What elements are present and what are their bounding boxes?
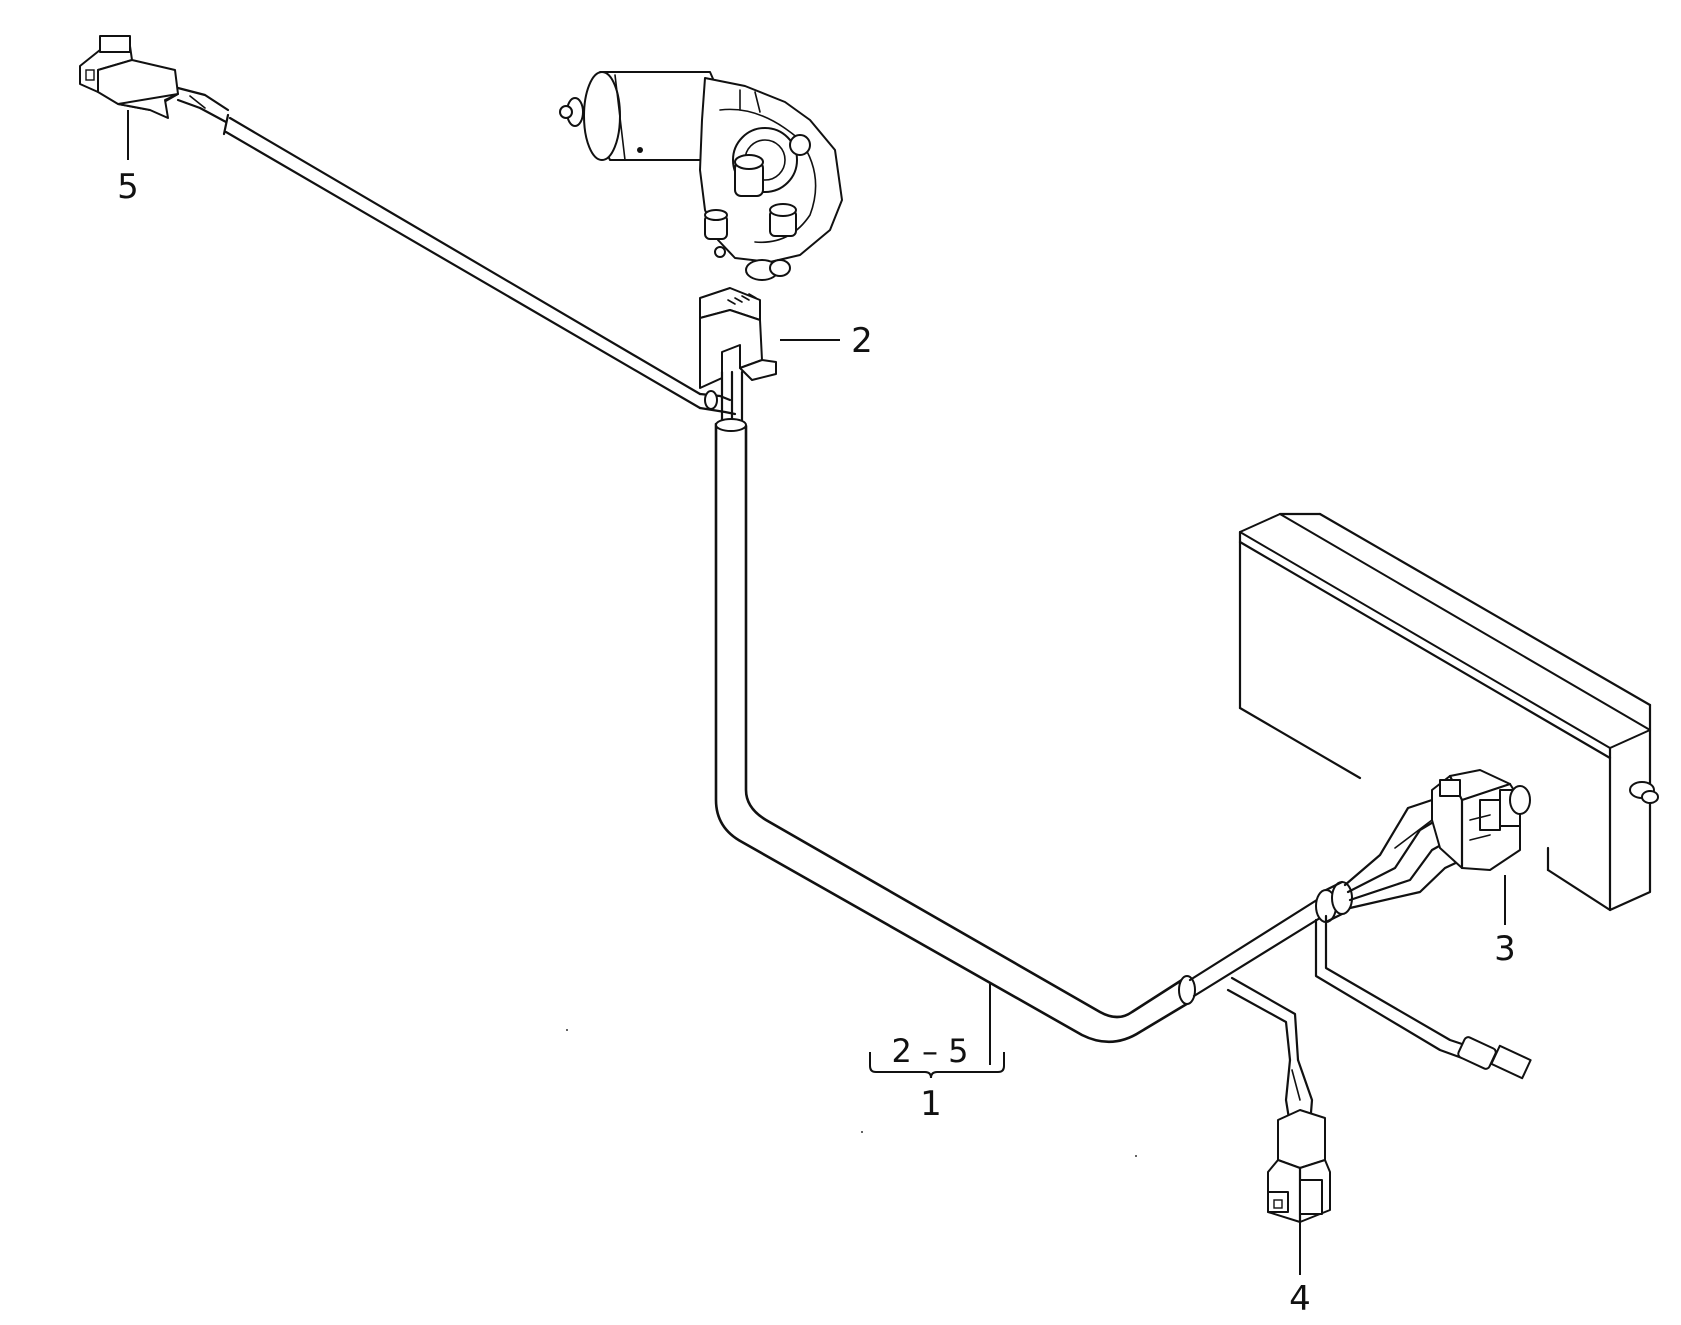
leader-lines — [127, 110, 1506, 1275]
callout-3: 3 — [1494, 929, 1516, 969]
callout-2: 2 — [851, 321, 873, 361]
main-harness-tube — [714, 418, 1196, 1044]
junction — [698, 370, 744, 422]
control-unit — [1238, 512, 1659, 912]
wiper-motor — [559, 71, 843, 281]
holder-clip-2 — [699, 287, 777, 389]
ground-terminal-wire — [1314, 914, 1532, 1080]
range-label: 2 – 5 — [891, 1032, 968, 1070]
range-bracket — [869, 1052, 1005, 1079]
cable-branch-4 — [1226, 976, 1314, 1127]
callout-5: 5 — [117, 167, 139, 207]
connector-5 — [79, 35, 230, 124]
callout-1: 1 — [920, 1084, 942, 1124]
cable-branch-5 — [222, 113, 702, 410]
callout-4: 4 — [1289, 1279, 1311, 1319]
connector-4 — [1267, 1109, 1331, 1224]
connector-3 — [1431, 769, 1531, 871]
